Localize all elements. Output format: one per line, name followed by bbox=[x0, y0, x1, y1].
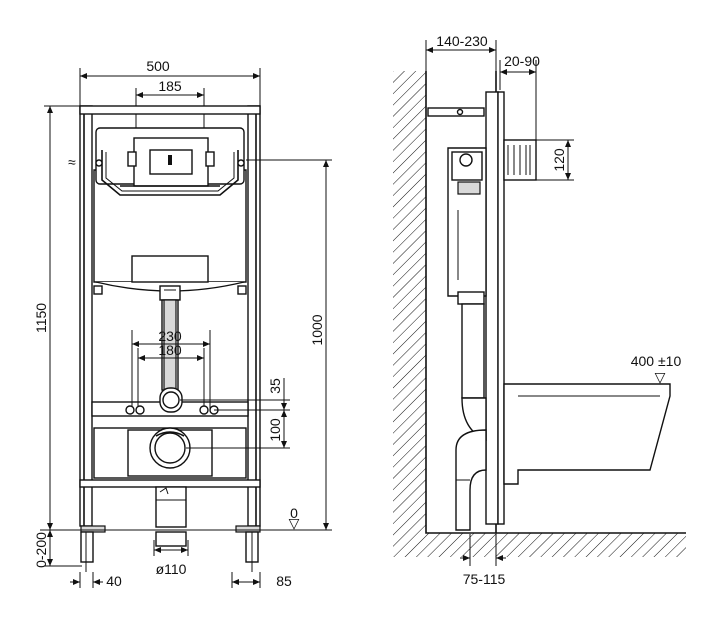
dim-height-inlet: 1000 bbox=[309, 314, 325, 345]
dim-offset-35: 35 bbox=[267, 378, 283, 394]
dim-wall-depth: 140-230 bbox=[436, 33, 488, 49]
dim-flush-height: 120 bbox=[551, 148, 567, 172]
level-marker-icon: ▽ bbox=[655, 369, 666, 385]
side-view: 140-230 20-90 120 bbox=[393, 33, 686, 587]
dim-foot-adjust: 0-200 bbox=[33, 532, 49, 568]
dim-width-total: 500 bbox=[146, 58, 170, 74]
dim-offset-100: 100 bbox=[267, 418, 283, 442]
dim-depth-range: 20-90 bbox=[504, 53, 540, 69]
dim-spacing-outer: 230 bbox=[158, 328, 182, 344]
bowl-height-tolerance: ±10 bbox=[658, 353, 681, 369]
dim-width-top: 185 bbox=[158, 78, 182, 94]
dim-height-total: 1150 bbox=[33, 303, 49, 333]
water-inlet-icon: ≈ bbox=[68, 154, 76, 170]
dim-foot-width: 40 bbox=[106, 573, 122, 589]
dim-spacing-inner: 180 bbox=[158, 342, 182, 358]
dim-bowl-height: 400 ±10 bbox=[631, 353, 682, 369]
level-marker-icon: ▽ bbox=[289, 515, 300, 531]
bowl-height-value: 400 bbox=[631, 353, 655, 369]
front-view: 500 185 1150 ≈ bbox=[33, 58, 332, 589]
dim-zero-level: 0 bbox=[290, 505, 298, 521]
dim-foot-offset: 85 bbox=[276, 573, 292, 589]
dim-pipe-diameter: ø110 bbox=[156, 561, 187, 577]
dim-base-range: 75-115 bbox=[463, 571, 506, 587]
